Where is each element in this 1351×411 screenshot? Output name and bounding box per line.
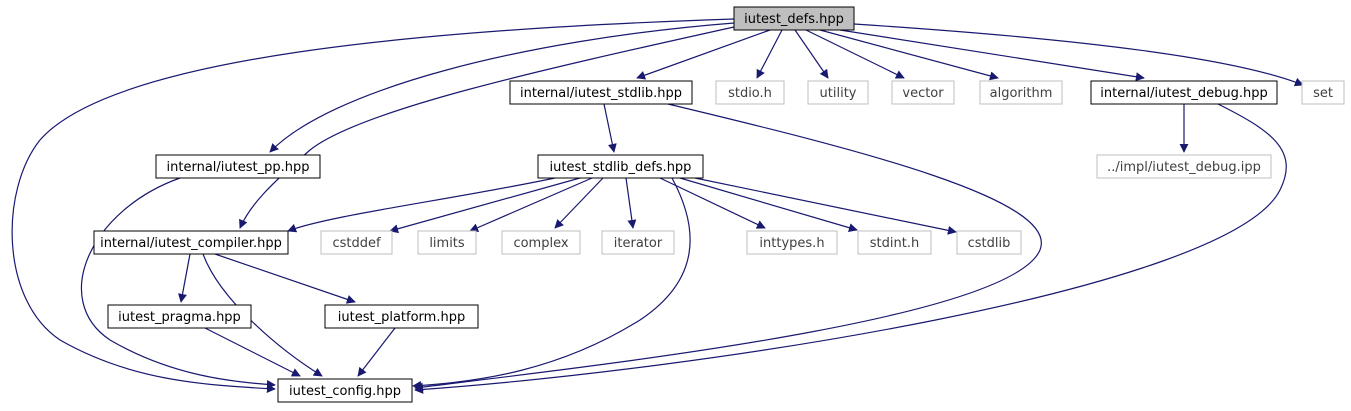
edge-stdlib_defs-to-complex bbox=[554, 177, 604, 229]
edge-iutest_defs-to-stdio bbox=[756, 29, 783, 79]
node-pp[interactable]: internal/iutest_pp.hpp bbox=[155, 154, 321, 179]
node-label: set bbox=[1313, 86, 1333, 101]
node-label: internal/iutest_stdlib.hpp bbox=[520, 86, 682, 101]
edges-layer bbox=[11, 18, 1304, 394]
node-label: cstdlib bbox=[968, 236, 1011, 251]
node-stdio: stdio.h bbox=[715, 80, 785, 105]
edge-stdlib_defs-to-compiler bbox=[287, 177, 556, 233]
edge-stdlib-to-config bbox=[414, 103, 1042, 392]
edge-compiler-to-pragma bbox=[178, 253, 191, 303]
edge-iutest_defs-to-utility bbox=[794, 29, 829, 79]
edge-debug-to-config bbox=[414, 103, 1287, 394]
node-pragma[interactable]: iutest_pragma.hpp bbox=[107, 304, 252, 329]
edge-stdlib_defs-to-config bbox=[412, 177, 691, 391]
node-box bbox=[807, 80, 869, 105]
node-label: internal/iutest_compiler.hpp bbox=[100, 236, 282, 251]
node-box bbox=[715, 80, 785, 105]
node-label: iutest_platform.hpp bbox=[338, 310, 465, 325]
edge-stdlib_defs-to-inttypes bbox=[659, 177, 766, 229]
node-box bbox=[537, 154, 704, 179]
edge-iutest_defs-to-pp bbox=[269, 22, 735, 153]
node-cstddef: cstddef bbox=[320, 230, 393, 255]
node-inttypes: inttypes.h bbox=[746, 230, 838, 255]
node-label: internal/iutest_debug.hpp bbox=[1100, 86, 1267, 101]
edge-iutest_defs-to-config bbox=[11, 18, 735, 394]
edge-iutest_defs-to-stdlib bbox=[636, 29, 771, 80]
edge-stdlib_defs-to-stdint bbox=[679, 177, 858, 233]
edge-iutest_defs-to-set bbox=[853, 23, 1304, 87]
node-debug[interactable]: internal/iutest_debug.hpp bbox=[1090, 80, 1278, 105]
edge-iutest_defs-to-compiler bbox=[239, 26, 735, 229]
node-compiler[interactable]: internal/iutest_compiler.hpp bbox=[93, 230, 289, 255]
node-label: limits bbox=[429, 236, 465, 251]
node-vector: vector bbox=[891, 80, 955, 105]
node-box bbox=[155, 154, 321, 179]
edge-stdlib-to-stdlib_defs bbox=[603, 103, 617, 153]
node-label: iutest_defs.hpp bbox=[744, 12, 844, 27]
node-stdlib_defs[interactable]: iutest_stdlib_defs.hpp bbox=[537, 154, 704, 179]
node-label: iterator bbox=[614, 236, 663, 251]
edge-stdlib_defs-to-limits bbox=[469, 177, 593, 232]
edge-iutest_defs-to-vector bbox=[805, 29, 905, 79]
edge-iutest_defs-to-algorithm bbox=[819, 29, 999, 81]
node-box bbox=[107, 304, 252, 329]
node-box bbox=[501, 230, 581, 255]
node-utility: utility bbox=[807, 80, 869, 105]
node-label: algorithm bbox=[990, 86, 1053, 101]
node-box bbox=[1301, 80, 1345, 105]
edge-stdlib_defs-to-cstdlib bbox=[694, 177, 957, 235]
node-stdlib[interactable]: internal/iutest_stdlib.hpp bbox=[509, 80, 693, 105]
node-label: stdint.h bbox=[870, 236, 919, 251]
node-iutest_defs[interactable]: iutest_defs.hpp bbox=[733, 6, 855, 31]
node-box bbox=[277, 378, 413, 403]
node-box bbox=[417, 230, 477, 255]
nodes-layer: iutest_defs.hpp internal/iutest_stdlib.hp… bbox=[93, 6, 1345, 403]
edge-platform-to-config bbox=[357, 327, 396, 377]
node-label: iutest_config.hpp bbox=[289, 384, 401, 399]
node-box bbox=[1096, 154, 1272, 179]
node-box bbox=[601, 230, 675, 255]
node-label: complex bbox=[513, 236, 568, 251]
node-label: internal/iutest_pp.hpp bbox=[167, 160, 310, 175]
node-box bbox=[857, 230, 932, 255]
node-config[interactable]: iutest_config.hpp bbox=[277, 378, 413, 403]
node-box bbox=[324, 304, 479, 329]
node-label: utility bbox=[820, 86, 857, 101]
node-limits: limits bbox=[417, 230, 477, 255]
node-algorithm: algorithm bbox=[979, 80, 1063, 105]
edge-stdlib_defs-to-cstddef bbox=[389, 177, 581, 234]
node-label: inttypes.h bbox=[759, 236, 824, 251]
node-box bbox=[979, 80, 1063, 105]
node-box bbox=[733, 6, 855, 31]
node-label: vector bbox=[902, 86, 944, 101]
node-debug_ipp: ../impl/iutest_debug.ipp bbox=[1096, 154, 1272, 179]
node-label: stdio.h bbox=[728, 86, 772, 101]
node-iterator: iterator bbox=[601, 230, 675, 255]
node-box bbox=[1090, 80, 1278, 105]
edge-compiler-to-platform bbox=[214, 253, 356, 304]
edge-pragma-to-config bbox=[204, 327, 301, 377]
node-box bbox=[509, 80, 693, 105]
node-cstdlib: cstdlib bbox=[956, 230, 1022, 255]
node-complex: complex bbox=[501, 230, 581, 255]
node-platform[interactable]: iutest_platform.hpp bbox=[324, 304, 479, 329]
edge-stdlib_defs-to-iterator bbox=[625, 177, 637, 229]
edge-pp-to-config bbox=[81, 177, 276, 389]
node-label: cstddef bbox=[332, 236, 381, 251]
node-label: iutest_stdlib_defs.hpp bbox=[550, 160, 692, 175]
node-stdint: stdint.h bbox=[857, 230, 932, 255]
node-set: set bbox=[1301, 80, 1345, 105]
node-label: ../impl/iutest_debug.ipp bbox=[1107, 160, 1261, 175]
node-box bbox=[93, 230, 289, 255]
edge-iutest_defs-to-debug bbox=[839, 29, 1145, 82]
node-box bbox=[320, 230, 393, 255]
node-box bbox=[891, 80, 955, 105]
node-label: iutest_pragma.hpp bbox=[118, 310, 241, 325]
node-box bbox=[956, 230, 1022, 255]
edge-compiler-to-config bbox=[202, 253, 323, 377]
node-box bbox=[746, 230, 838, 255]
